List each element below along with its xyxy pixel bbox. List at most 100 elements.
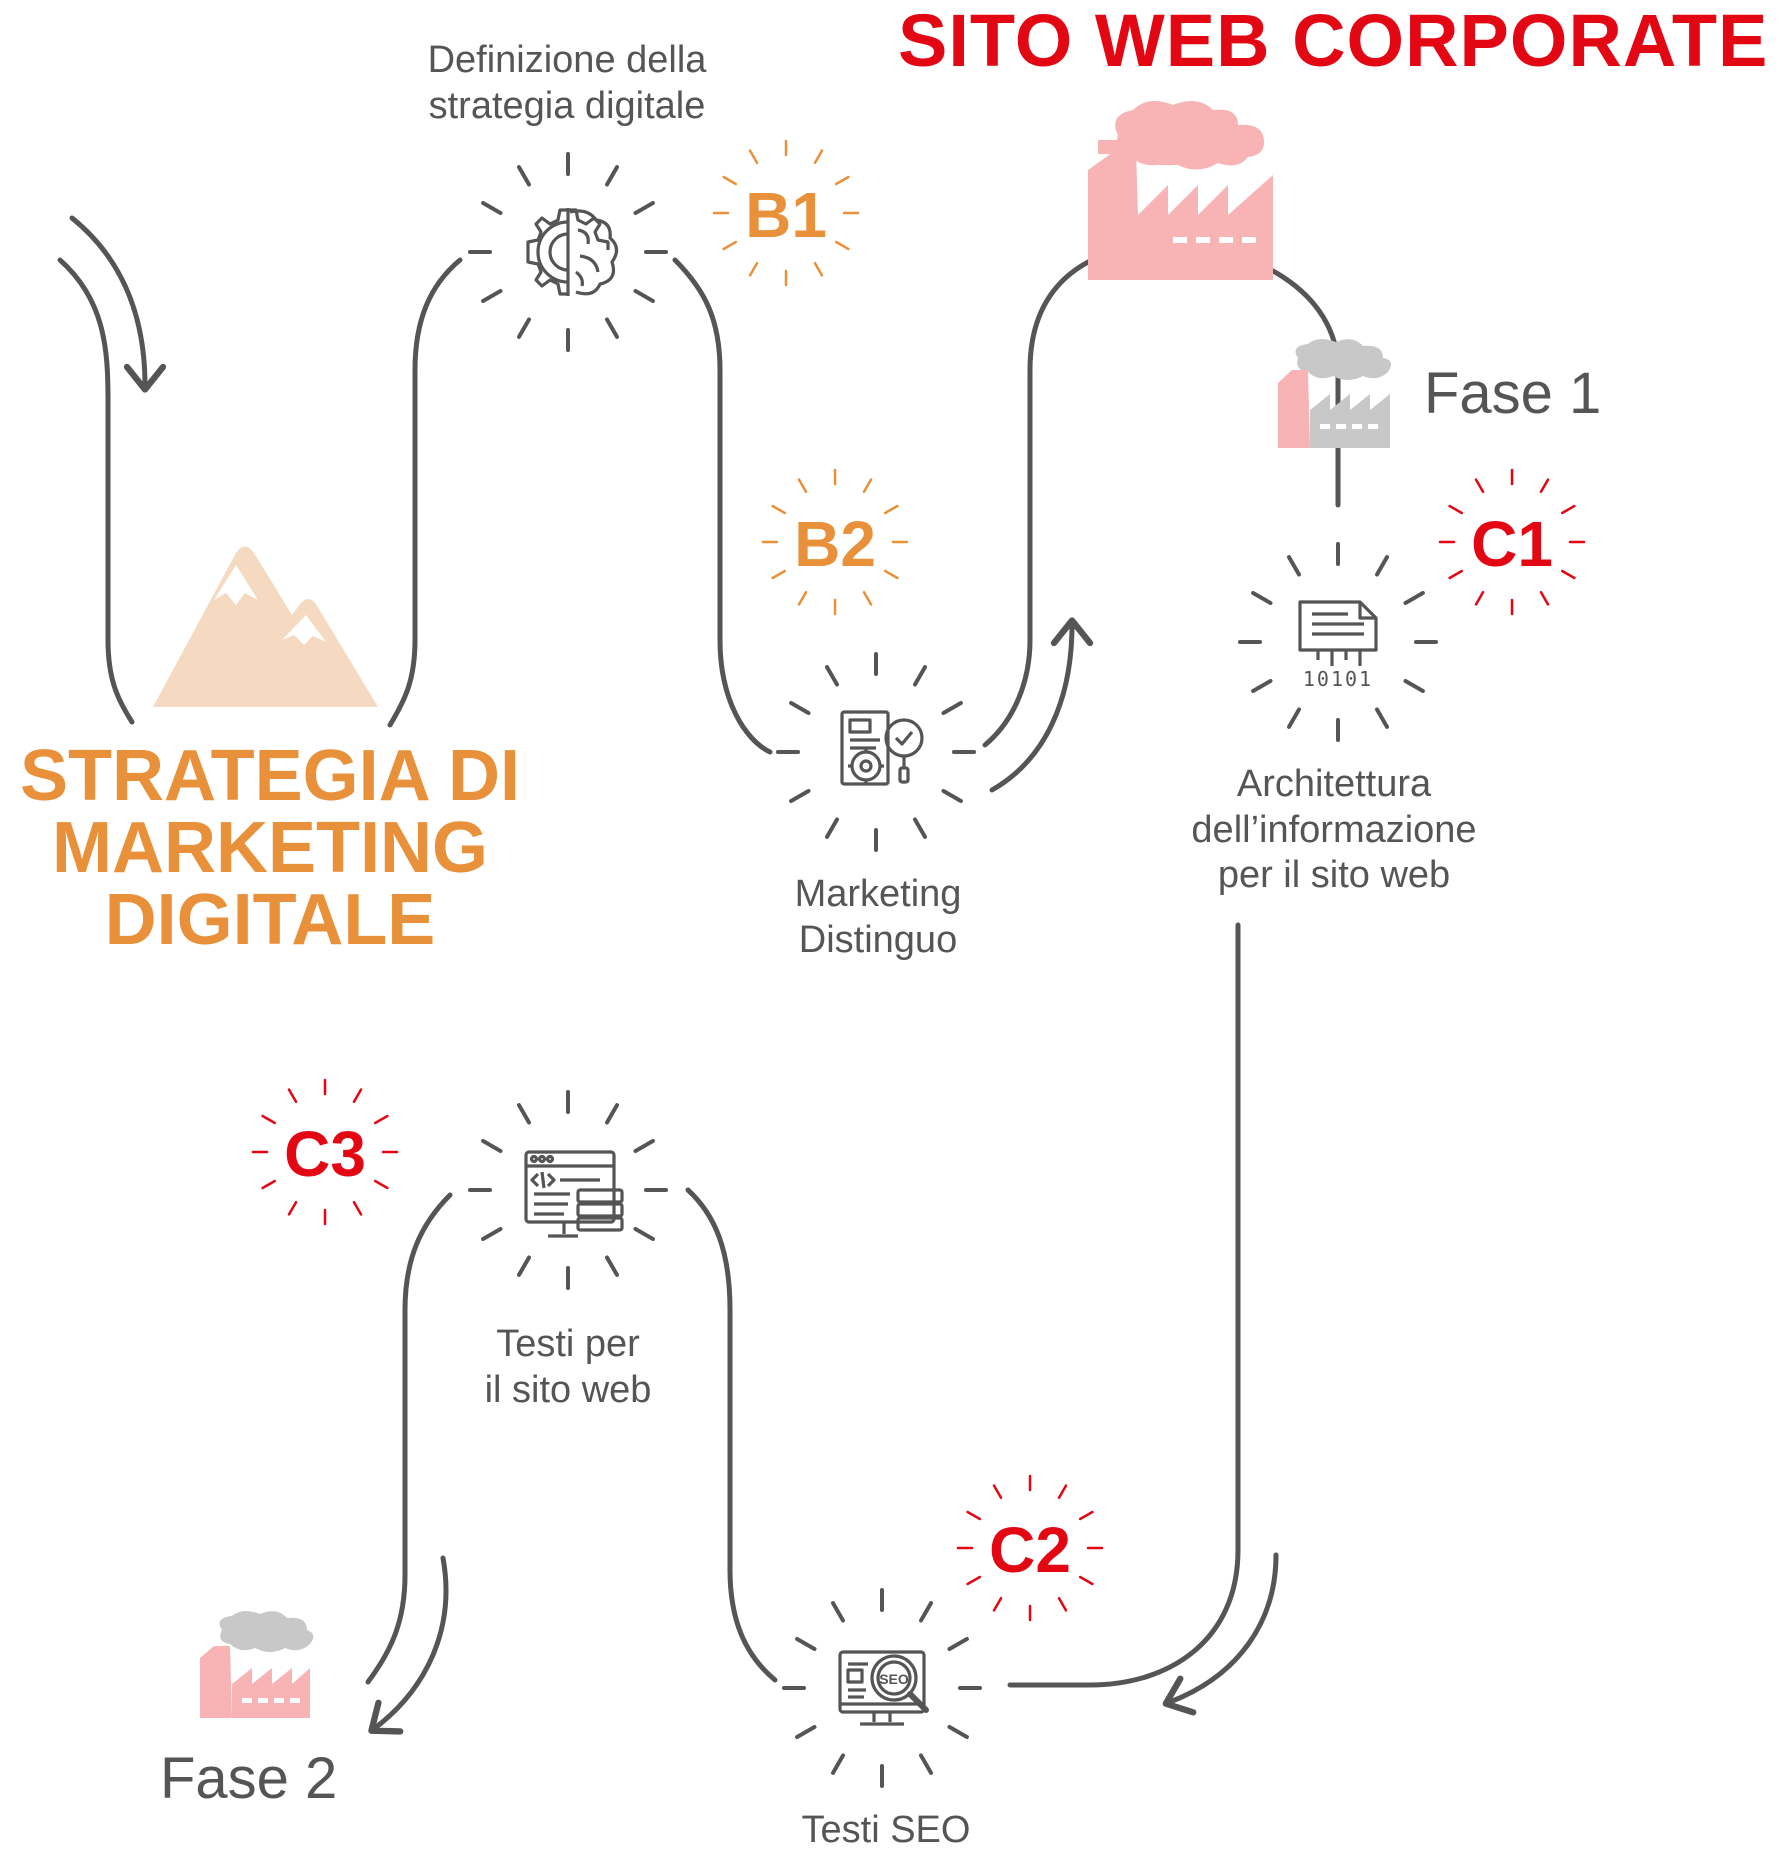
ray [605,317,619,339]
arrow-down-left [1162,1552,1279,1716]
ray [1474,590,1485,606]
ray [517,1103,531,1125]
ray [748,261,759,277]
gear-brain-icon [526,208,619,296]
ray [373,1179,389,1190]
ray [1448,569,1464,580]
badge-c2: C2 [989,1514,1071,1586]
ray [834,175,850,186]
ray [481,289,503,303]
ray [287,1200,298,1216]
rays-badge-b2 [761,468,909,616]
ray [941,789,963,803]
ray [722,175,738,186]
ray [633,201,655,215]
ray [992,1596,1003,1612]
ray [825,817,839,839]
rays-seo-texts [782,1588,982,1788]
ray [1287,707,1301,729]
ray [352,1088,363,1104]
ray [1375,555,1389,577]
browser-code-icon [524,1150,624,1238]
ray [795,1725,817,1739]
ray [797,590,808,606]
ray [517,1255,531,1277]
node-label-marketing-distinguo: Marketing Distinguo [794,873,962,961]
arrow-up-right [989,617,1094,793]
arrow-start-down [69,215,167,393]
ray [1057,1484,1068,1500]
ray [831,1601,845,1623]
phase-1-label: Fase 1 [1424,361,1602,426]
ray [1403,591,1425,605]
ray [1078,1575,1094,1586]
ray [825,665,839,687]
flow-path [57,242,1341,1688]
ray [633,289,655,303]
badge-c3: C3 [284,1118,366,1190]
ray [605,1255,619,1277]
path-segment-up-to-c3 [685,1187,778,1683]
ray [1251,591,1273,605]
ray [992,1484,1003,1500]
ray [913,665,927,687]
ray [883,569,899,580]
factory-fase2-icon [200,1610,314,1718]
ray [1560,504,1576,515]
path-segment-down-to-b2 [672,257,773,755]
ray [633,1227,655,1241]
ray [862,590,873,606]
ray [481,1139,503,1153]
badge-c1: C1 [1471,508,1553,580]
ray [605,1103,619,1125]
binary-digits: 10101 [1303,667,1373,691]
ray [789,701,811,715]
path-segment-down-to-fase2 [365,1192,453,1685]
arrow-down-fase2 [368,1555,449,1735]
ray [789,789,811,803]
ray [947,1725,969,1739]
ray [1375,707,1389,729]
ray [795,1637,817,1651]
path-segment-up-to-b1 [387,257,463,728]
path-segment-start [57,257,135,725]
website-heading: SITO WEB CORPORATE [898,0,1769,82]
ray [813,261,824,277]
document-binary-icon: 10101 [1298,600,1378,691]
node-label-seo-texts: Testi SEO [801,1809,971,1851]
phase-2-label: Fase 2 [160,1746,338,1811]
ray [919,1601,933,1623]
ray [771,569,787,580]
ray [913,817,927,839]
badge-b1: B1 [745,179,827,251]
direction-arrows [69,215,1279,1735]
ray [966,1575,982,1586]
node-label-website-texts: Testi per il sito web [484,1323,652,1411]
seo-icon-text: SEO [879,1671,909,1687]
ray [862,478,873,494]
ray [771,504,787,515]
ray [919,1753,933,1775]
ray [722,240,738,251]
ray [287,1088,298,1104]
strategy-heading: STRATEGIA DI MARKETING DIGITALE [20,736,520,960]
rays-badge-c3 [251,1078,399,1226]
ray [481,1227,503,1241]
ray [261,1114,277,1125]
ray [1448,504,1464,515]
ray [1251,679,1273,693]
ray [517,165,531,187]
ray [947,1637,969,1651]
node-label-information-architecture: Architettura dell’informazione per il si… [1191,763,1477,897]
ray [834,240,850,251]
rays-badge-c2 [956,1474,1104,1622]
ray [633,1139,655,1153]
factory-large-icon [1088,101,1273,280]
ray [481,201,503,215]
ray [941,701,963,715]
mountain-icon [153,546,378,707]
rays-badge-b1 [712,139,860,287]
ray [1474,478,1485,494]
ray [966,1510,982,1521]
